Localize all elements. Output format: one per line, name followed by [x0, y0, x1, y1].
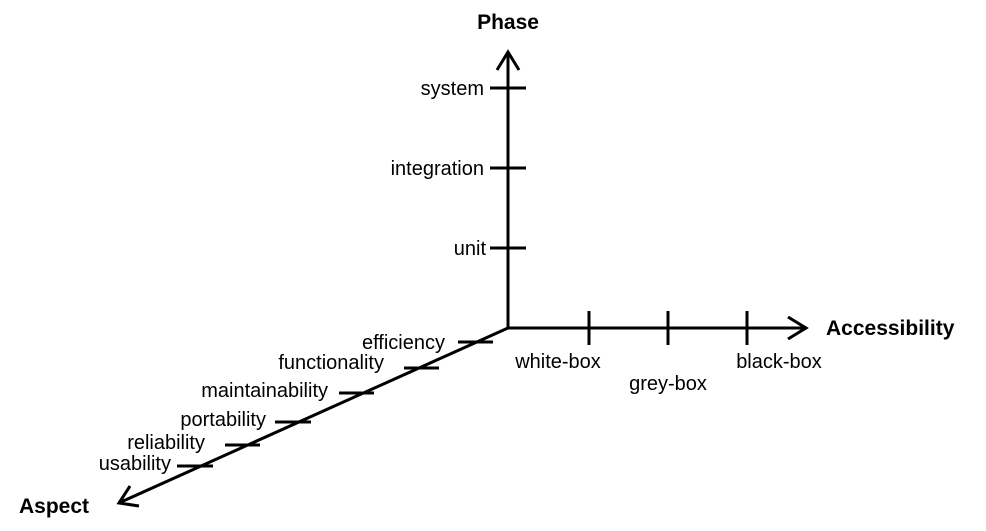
aspect-label-efficiency: efficiency — [362, 332, 445, 354]
aspect-label-maintainability: maintainability — [201, 380, 328, 402]
accessibility-label-grey-box: grey-box — [629, 373, 707, 395]
phase-arrowhead — [495, 49, 521, 71]
accessibility-label-white-box: white-box — [514, 351, 601, 373]
aspect-axis-title: Aspect — [19, 495, 89, 518]
aspect-axis-line — [120, 326, 509, 504]
accessibility-label-black-box: black-box — [736, 351, 822, 373]
phase-label-integration: integration — [391, 158, 484, 180]
aspect-arrowhead — [116, 485, 140, 508]
aspect-label-reliability: reliability — [127, 432, 205, 454]
accessibility-axis-title: Accessibility — [826, 317, 955, 340]
phase-label-unit: unit — [454, 238, 487, 260]
phase-axis-title: Phase — [477, 11, 539, 34]
aspect-label-usability: usability — [99, 453, 171, 475]
aspect-label-functionality: functionality — [278, 352, 384, 374]
aspect-label-portability: portability — [180, 409, 266, 431]
accessibility-arrowhead — [787, 315, 809, 341]
phase-label-system: system — [421, 78, 484, 100]
